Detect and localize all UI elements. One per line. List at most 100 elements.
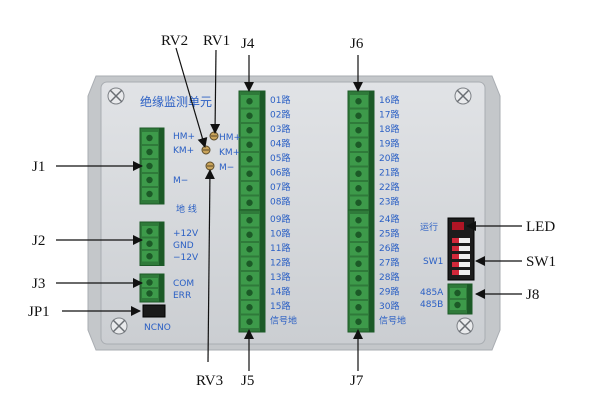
channel-label-j6: 18路 (379, 123, 399, 135)
channel-label-j5: 信号地 (270, 315, 297, 327)
label-ground: 地 线 (176, 203, 197, 215)
channel-label-j6: 17路 (379, 109, 399, 121)
screw-top-right (454, 87, 472, 105)
callout-j5: J5 (241, 373, 254, 389)
terminal-j4-screw-hole (246, 199, 253, 206)
pot-rv3 (205, 161, 215, 171)
label-hm: HM+ (173, 132, 195, 142)
dip-key-lever (452, 246, 459, 251)
channel-label-j7: 27路 (379, 257, 399, 269)
terminal-j4-screw-hole (246, 156, 253, 163)
terminal-j5-screw-hole (246, 275, 253, 282)
led-indicator (452, 222, 464, 230)
terminal-j8-edge (467, 284, 472, 314)
label-485b: 485B (420, 300, 443, 310)
dip-switch-keys (452, 238, 470, 275)
terminal-j6-screw-hole (355, 170, 362, 177)
terminal-j7-edge (369, 210, 374, 332)
terminal-j4-screw-hole (246, 141, 253, 148)
channel-label-j4: 07路 (270, 181, 290, 193)
terminal-j5 (238, 209, 266, 333)
terminal-j2-screw-hole (146, 240, 153, 247)
terminal-j4-screw-hole (246, 185, 253, 192)
terminal-j6-screw-hole (355, 199, 362, 206)
label-nc: NC (144, 323, 157, 333)
channel-label-j7: 29路 (379, 286, 399, 298)
terminal-j2 (139, 221, 165, 266)
terminal-j6-screw-hole (355, 112, 362, 119)
dip-key-lever (452, 270, 459, 275)
terminal-j2-edge (159, 222, 164, 266)
label-run: 运行 (420, 221, 438, 233)
jumper-jp1 (142, 304, 166, 318)
channel-label-j6: 20路 (379, 152, 399, 164)
terminal-j5-screw-hole (246, 246, 253, 253)
channel-label-j4: 06路 (270, 167, 290, 179)
terminal-j7-screw-hole (355, 260, 362, 267)
terminal-j3 (139, 273, 165, 303)
potentiometers (201, 131, 219, 171)
channel-label-j5: 09路 (270, 213, 290, 225)
terminal-j5-screw-hole (246, 260, 253, 267)
callout-j8: J8 (526, 287, 539, 303)
channel-label-j6: 22路 (379, 181, 399, 193)
terminal-j6-screw-hole (355, 141, 362, 148)
label-m: M− (173, 176, 188, 186)
label-sw1: SW1 (423, 257, 443, 267)
callout-j4: J4 (241, 36, 255, 52)
channel-label-j5: 14路 (270, 286, 290, 298)
dip-key-lever (452, 254, 459, 259)
terminal-j8-screw-hole (454, 289, 461, 297)
front-panel (100, 81, 486, 345)
channel-label-j6: 16路 (379, 94, 399, 106)
channel-label-j7: 26路 (379, 242, 399, 254)
callout-sw1: SW1 (526, 254, 556, 270)
dip-switch-sw1 (447, 217, 475, 281)
dip-key-slot (452, 262, 470, 267)
terminal-j1-screw-hole (146, 190, 153, 198)
label-minus12v: −12V (173, 253, 199, 263)
callout-rv2: RV2 (161, 33, 188, 49)
callout-j6: J6 (350, 36, 364, 52)
terminal-j5-screw-hole (246, 217, 253, 224)
terminal-j2-screw-hole (146, 253, 153, 260)
terminal-j2-screw-hole (146, 228, 153, 235)
terminal-j4-screw-hole (246, 127, 253, 134)
terminal-j3-screw-hole (146, 279, 153, 286)
arrow-rv2 (175, 47, 208, 148)
channel-labels: 01路02路03路04路05路06路07路08路09路10路11路12路13路1… (270, 94, 406, 327)
terminal-j4 (238, 90, 266, 214)
terminal-j6-screw-hole (355, 98, 362, 105)
dip-key-lever (452, 238, 459, 243)
terminal-j1-screw-hole (146, 162, 153, 170)
terminal-j7-screw-hole (355, 246, 362, 253)
terminal-j4-screw-hole (246, 170, 253, 177)
channel-label-j6: 21路 (379, 167, 399, 179)
terminal-j5-edge (260, 210, 265, 332)
terminal-j4-screw-hole (246, 112, 253, 119)
callout-j3: J3 (32, 276, 45, 292)
label-no: NO (157, 323, 171, 333)
terminal-j6-screw-hole (355, 185, 362, 192)
arrow-rv3 (204, 169, 215, 363)
callout-led: LED (526, 219, 555, 235)
terminal-j1 (139, 127, 165, 205)
terminal-j7 (347, 209, 375, 333)
printed-labels: HM+ KM+ M− 地 线 +12V GND −12V COM ERR NC … (144, 132, 444, 333)
terminal-j7-screw-hole (355, 318, 362, 325)
terminal-j7-screw-hole (355, 289, 362, 296)
dip-key-slot (452, 254, 470, 259)
callout-jp1: JP1 (28, 304, 50, 320)
label-com: COM (173, 279, 194, 289)
channel-label-j4: 08路 (270, 196, 290, 208)
callout-j2: J2 (32, 233, 45, 249)
terminal-j7-screw-hole (355, 304, 362, 311)
terminal-blocks (139, 90, 473, 333)
channel-label-j7: 24路 (379, 213, 399, 225)
terminal-j6 (347, 90, 375, 214)
terminal-j4-screw-hole (246, 98, 253, 105)
channel-label-j5: 10路 (270, 228, 290, 240)
dip-key-slot (452, 270, 470, 275)
callout-rv1: RV1 (203, 33, 230, 49)
